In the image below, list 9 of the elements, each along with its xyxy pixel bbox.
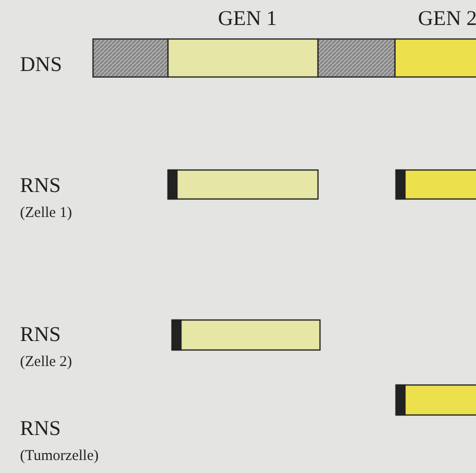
cell-label: (Zelle 2) [20, 354, 72, 371]
cell-label: (Tumorzelle) [20, 448, 99, 465]
gene-label: GEN 1 [218, 6, 277, 31]
gene-label: GEN 2 [418, 6, 476, 31]
row-label: DNS [20, 52, 62, 77]
row-label: RNS [20, 322, 61, 347]
row-label: RNS [20, 173, 61, 198]
cell-label: (Zelle 1) [20, 205, 72, 222]
row-label: RNS [20, 416, 61, 441]
